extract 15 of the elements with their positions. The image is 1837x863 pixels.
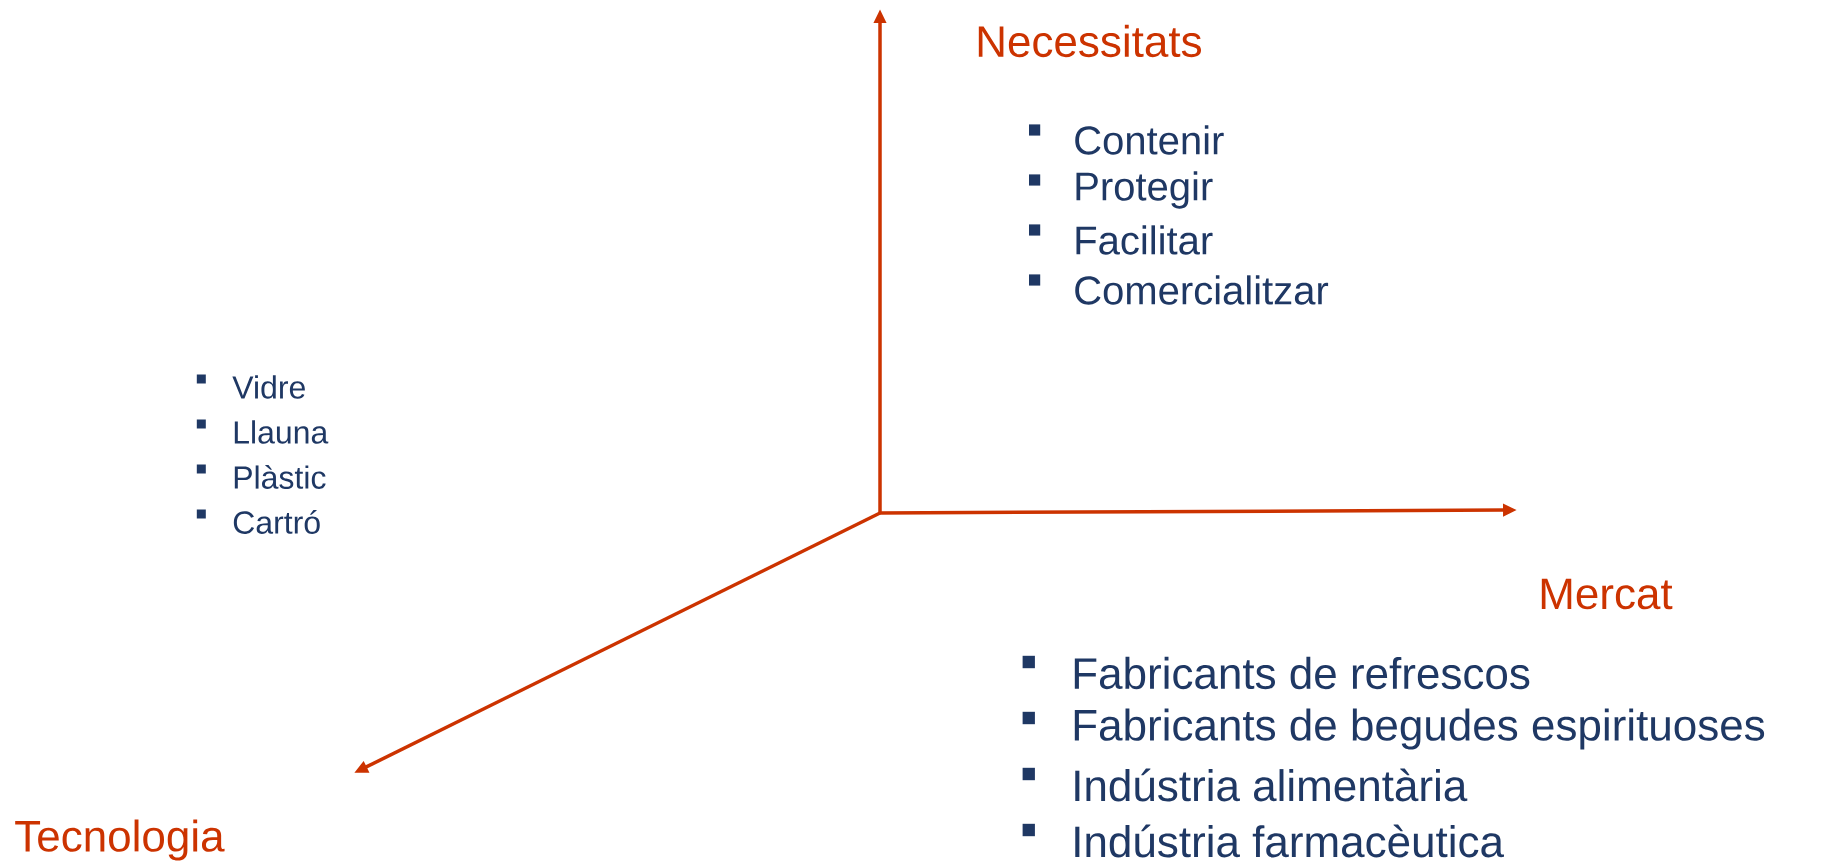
list-item: Llauna <box>234 420 329 444</box>
axis-label: Mercat <box>1541 578 1673 610</box>
axis-label: Tecnologia <box>15 819 225 861</box>
list-item: Cartró <box>233 510 320 534</box>
list-item: Fabricants de begudes espirituoses <box>1074 708 1765 750</box>
list-item: Vidre <box>232 375 305 399</box>
list-item: Indústria alimentària <box>1075 768 1468 802</box>
list-item: Plàstic <box>234 465 326 489</box>
axis-label: Necessitats <box>978 24 1201 58</box>
list-item: Protegir <box>1076 171 1213 209</box>
list-item: Indústria farmacèutica <box>1075 824 1504 858</box>
list-item: Comercialitzar <box>1075 275 1329 305</box>
list-item: Contenir <box>1075 125 1224 155</box>
list-item: Facilitar <box>1076 225 1213 255</box>
list-item: Fabricants de refrescos <box>1074 656 1530 690</box>
